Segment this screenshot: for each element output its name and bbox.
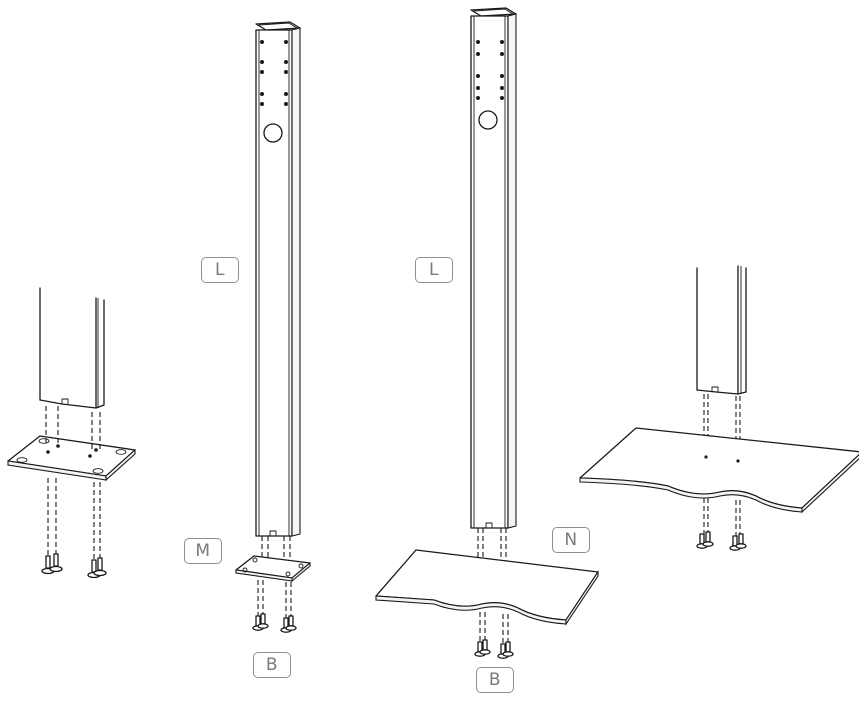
part-label-m: M <box>184 538 222 564</box>
shelf-right <box>579 427 859 514</box>
column-stub-right <box>696 265 747 395</box>
part-label-b-left: B <box>253 652 291 678</box>
screws-m <box>252 613 297 633</box>
small-plate-m <box>235 555 311 583</box>
screws-right <box>696 531 747 551</box>
column-l-left <box>255 21 301 537</box>
screws-n <box>474 639 514 659</box>
screws-left <box>41 553 107 579</box>
column-l-right <box>470 7 517 529</box>
part-label-n: N <box>552 527 590 553</box>
detail-column-shelf-closeup <box>579 265 859 551</box>
part-label-l-left: L <box>201 257 239 283</box>
part-label-b-right: B <box>476 667 514 693</box>
detail-column-small-plate <box>7 287 136 579</box>
detail-column-with-shelf <box>375 7 599 659</box>
part-label-l-right: L <box>415 257 453 283</box>
shelf-n <box>375 549 599 626</box>
small-plate-left <box>7 435 136 482</box>
detail-column-with-small-plate <box>235 21 311 633</box>
column-stub-left <box>39 287 105 409</box>
